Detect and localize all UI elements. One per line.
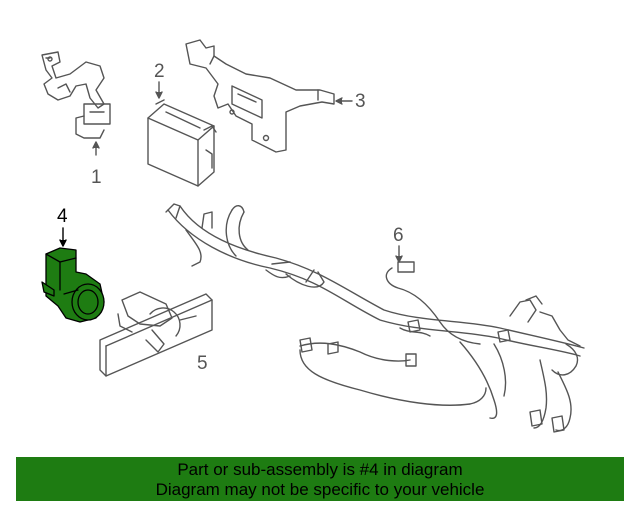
callout-6: 6 — [393, 225, 404, 246]
callout-5: 5 — [197, 353, 208, 374]
part-2-module — [147, 99, 217, 187]
part-4-sensor — [41, 247, 105, 323]
callout-1: 1 — [91, 167, 102, 188]
banner-line-part: Part or sub-assembly is #4 in diagram — [177, 460, 463, 479]
part-5-retainer — [99, 291, 213, 377]
banner-line-disclaimer: Diagram may not be specific to your vehi… — [155, 480, 485, 499]
part-6-harness — [165, 203, 585, 433]
part-3-bracket — [185, 39, 335, 153]
callout-2: 2 — [154, 61, 165, 82]
callout-4: 4 — [57, 206, 68, 227]
callout-3: 3 — [355, 91, 366, 112]
part-1-bracket — [41, 51, 111, 139]
notice-banner: Part or sub-assembly is #4 in diagram Di… — [16, 457, 624, 501]
parts-diagram — [41, 39, 585, 433]
